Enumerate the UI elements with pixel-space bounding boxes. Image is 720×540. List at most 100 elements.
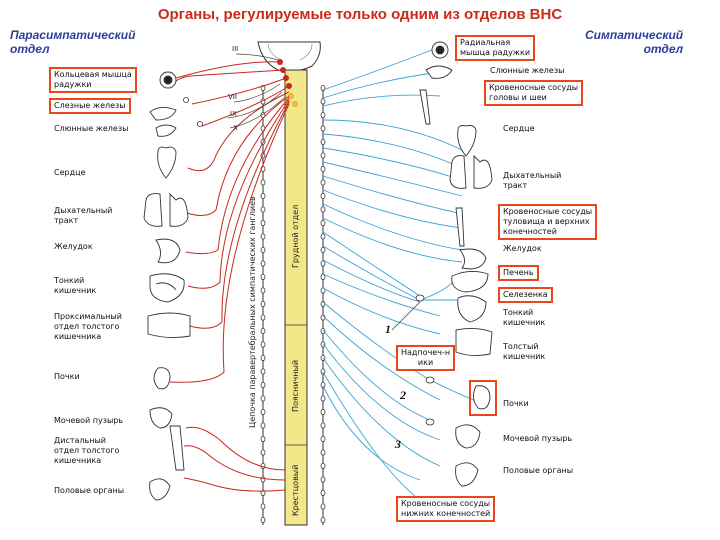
ganglion-number-3: 3 [395, 437, 401, 451]
cranial-nerve-x: X [233, 124, 238, 132]
parasympathetic-ganglion [197, 121, 203, 127]
sympathetic-fiber [322, 273, 441, 317]
parasympathetic-nerves [169, 61, 290, 492]
left-label-bladder: Мочевой пузырь [54, 416, 124, 425]
chain-ganglion [260, 503, 266, 510]
nucleus-highlight [292, 101, 298, 107]
chain-ganglion [320, 112, 326, 119]
sympathetic-fiber [322, 343, 441, 441]
right-label-liver: Печень [498, 265, 539, 281]
sympathetic-fiber [322, 175, 463, 215]
left-stomach-icon [155, 238, 181, 264]
chain-ganglion [320, 273, 326, 280]
right-label-heart: Сердце [503, 124, 535, 133]
chain-ganglion [260, 489, 266, 496]
chain-ganglion [260, 219, 266, 226]
chain-ganglion [260, 354, 266, 361]
chain-ganglion [320, 152, 326, 159]
right-liver-icon [451, 271, 489, 293]
sympathetic-fiber [322, 217, 463, 263]
right-label-spleen: Селезенка [498, 287, 553, 303]
left-label-stomach: Желудок [54, 242, 93, 251]
left-genitals-icon [149, 478, 171, 501]
right-trunk-vessels-icon [455, 207, 465, 247]
kidney-highlight-box [469, 380, 497, 416]
right-label-kidneys: Почки [503, 399, 529, 408]
chain-ganglion [260, 476, 266, 483]
chain-ganglion [260, 381, 266, 388]
right-bladder-icon [455, 424, 481, 449]
left-distal-colon-icon [169, 425, 185, 471]
chain-ganglion [260, 192, 266, 199]
chain-ganglion [320, 381, 326, 388]
sacral-section-label: Крестцовый [291, 464, 300, 516]
sympathetic-fiber [322, 329, 431, 421]
parasympathetic-fiber [201, 85, 290, 127]
parasympathetic-fiber [183, 95, 290, 216]
left-lungs-icon [143, 192, 189, 227]
spinal-cord [284, 69, 308, 526]
nucleus-highlight [288, 93, 294, 99]
chain-ganglion [320, 138, 326, 145]
chain-ganglion [260, 408, 266, 415]
right-eye-icon-pupil [435, 45, 445, 55]
lumbar-section-label: Поясничный [291, 359, 300, 412]
chain-ganglion [260, 179, 266, 186]
right-heart-icon [457, 125, 477, 157]
sympathetic-header: Симпатический отдел [585, 28, 684, 56]
chain-ganglion [320, 517, 326, 524]
left-label-small-intestine: Тонкий кишечник [54, 276, 97, 295]
chain-ganglion [260, 341, 266, 348]
parasympathetic-fiber [175, 61, 281, 79]
chain-ganglion [320, 503, 326, 510]
chain-ganglion [260, 449, 266, 456]
left-heart-icon [157, 146, 177, 179]
sympathetic-fiber [322, 133, 463, 169]
sympathetic-fiber [322, 49, 433, 91]
parasympathetic-fiber [191, 77, 287, 105]
left-label-distal-colon: Дистальный отдел толстого кишечника [54, 436, 120, 465]
chain-ganglion [320, 449, 326, 456]
left-lacrimal-icon [149, 107, 177, 121]
chain-ganglia [260, 85, 326, 524]
right-label-salivary-glands: Слюнные железы [490, 66, 565, 75]
sympathetic-fiber [322, 119, 463, 151]
sympathetic-fiber [322, 161, 463, 197]
left-intestine-icon [149, 273, 185, 303]
right-label-trunk-limb-vessels: Кровеносные сосуды туловища и верхних ко… [498, 204, 598, 240]
ganglion-number-1: 1 [385, 322, 391, 336]
chain-ganglion [320, 489, 326, 496]
chain-ganglion [260, 327, 266, 334]
chain-ganglion [320, 125, 326, 132]
right-salivary-icon [425, 65, 453, 79]
chain-ganglion [320, 476, 326, 483]
chain-ganglion [320, 408, 326, 415]
sympathetic-fiber [322, 287, 441, 335]
sympathetic-fiber [322, 301, 431, 381]
right-spleen-intestine-icon [457, 295, 487, 323]
cranial-nerve-ix: IX [230, 110, 237, 118]
left-bladder-icon [149, 407, 173, 429]
chain-ganglion [320, 165, 326, 172]
right-stomach-icon [459, 248, 487, 270]
chain-ganglion [260, 368, 266, 375]
organ-pictograms [143, 41, 497, 501]
right-label-head-neck-vessels: Кровеносные сосуды головы и шеи [484, 80, 584, 106]
parasympathetic-fiber [187, 99, 290, 289]
chain-ganglion [320, 462, 326, 469]
chain-ganglion [260, 435, 266, 442]
chain-ganglion [320, 219, 326, 226]
right-label-respiratory-tract: Дыхательный тракт [503, 171, 562, 190]
chain-ganglion [320, 206, 326, 213]
left-label-respiratory-tract: Дыхательный тракт [54, 206, 113, 225]
cranial-nerve-lines [227, 53, 285, 129]
chain-ganglion [320, 435, 326, 442]
right-label-large-intestine: Толстый кишечник [503, 342, 546, 361]
right-label-stomach: Желудок [503, 244, 542, 253]
left-label-kidneys: Почки [54, 372, 80, 381]
right-genitals-icon [455, 462, 479, 487]
cranial-nerve-iii: III [232, 45, 239, 53]
chain-ganglion [320, 98, 326, 105]
sympathetic-fiber [322, 203, 463, 251]
